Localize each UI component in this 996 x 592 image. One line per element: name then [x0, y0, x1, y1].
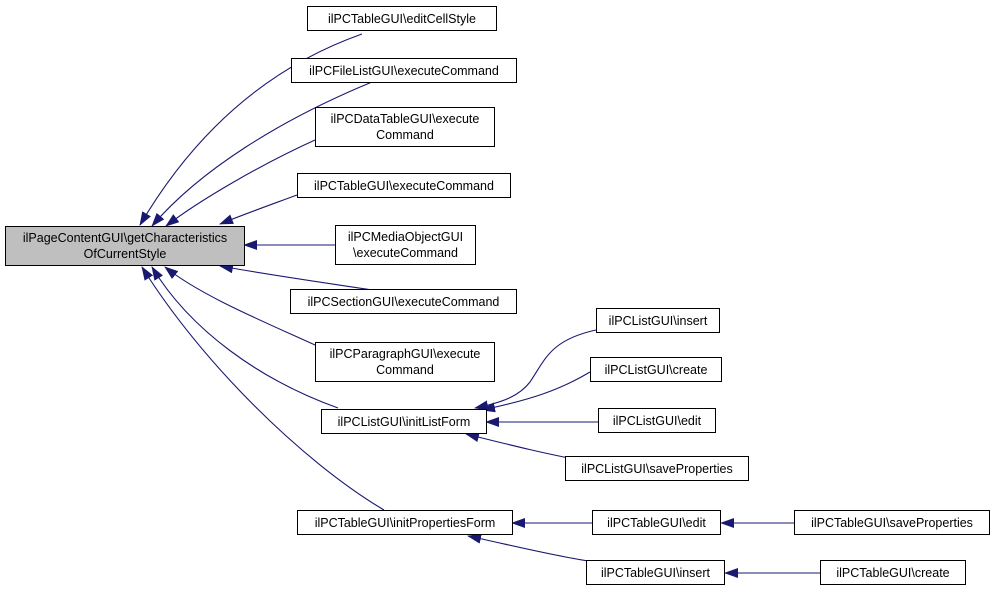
node-list-edit-label: ilPCListGUI\edit — [612, 413, 702, 428]
node-table-initpropertiesform[interactable]: ilPCTableGUI\initPropertiesForm — [297, 510, 513, 535]
node-root-line-1: ilPageContentGUI\getCharacteristics — [22, 231, 228, 245]
node-table-editcellstyle[interactable]: ilPCTableGUI\editCellStyle — [307, 6, 497, 31]
node-table-execute-label: ilPCTableGUI\executeCommand — [314, 178, 494, 193]
node-paragraph-execute[interactable]: ilPCParagraphGUI\execute Command — [315, 342, 495, 382]
edge-paragraph-execute-to-root — [164, 266, 316, 346]
node-list-create-label: ilPCListGUI\create — [604, 362, 708, 377]
node-table-editcellstyle-label: ilPCTableGUI\editCellStyle — [328, 11, 476, 26]
node-table-insert[interactable]: ilPCTableGUI\insert — [586, 560, 725, 585]
node-list-initlistform[interactable]: ilPCListGUI\initListForm — [321, 409, 487, 434]
node-list-insert-label: ilPCListGUI\insert — [608, 313, 708, 328]
node-filelist-execute-label: ilPCFileListGUI\executeCommand — [309, 63, 499, 78]
node-media-execute[interactable]: ilPCMediaObjectGUI \executeCommand — [335, 225, 476, 265]
edge-table-editcellstyle-to-root — [139, 33, 363, 226]
node-list-create[interactable]: ilPCListGUI\create — [590, 357, 722, 382]
node-list-insert[interactable]: ilPCListGUI\insert — [596, 308, 720, 333]
node-root: ilPageContentGUI\getCharacteristics OfCu… — [5, 226, 245, 266]
edge-initlistform-to-root — [151, 266, 339, 409]
node-datatable-execute-line-2: Command — [376, 128, 434, 142]
node-table-saveproperties-label: ilPCTableGUI\saveProperties — [811, 515, 973, 530]
node-list-saveproperties-label: ilPCListGUI\saveProperties — [581, 461, 733, 476]
edge-initpropertiesform-to-root — [141, 266, 385, 511]
edge-datatable-execute-to-root — [165, 139, 316, 227]
node-list-edit[interactable]: ilPCListGUI\edit — [598, 408, 716, 433]
edge-section-execute-to-root — [219, 263, 373, 291]
node-section-execute-label: ilPCSectionGUI\executeCommand — [307, 294, 500, 309]
edge-list-create-to-initlistform — [481, 371, 591, 413]
edge-table-insert-to-initpropertiesform — [467, 533, 589, 562]
node-table-create-label: ilPCTableGUI\create — [836, 565, 950, 580]
edge-list-insert-to-initlistform — [474, 329, 597, 411]
node-table-saveproperties[interactable]: ilPCTableGUI\saveProperties — [794, 510, 990, 535]
node-section-execute[interactable]: ilPCSectionGUI\executeCommand — [290, 289, 517, 314]
node-media-execute-line-2: \executeCommand — [353, 246, 458, 260]
node-root-line-2: OfCurrentStyle — [83, 247, 167, 261]
node-table-insert-label: ilPCTableGUI\insert — [600, 565, 711, 580]
node-table-execute[interactable]: ilPCTableGUI\executeCommand — [297, 173, 511, 198]
node-filelist-execute[interactable]: ilPCFileListGUI\executeCommand — [291, 58, 517, 83]
node-table-edit[interactable]: ilPCTableGUI\edit — [592, 510, 721, 535]
node-paragraph-execute-line-1: ilPCParagraphGUI\execute — [329, 347, 481, 361]
node-table-create[interactable]: ilPCTableGUI\create — [820, 560, 966, 585]
node-datatable-execute-line-1: ilPCDataTableGUI\execute — [330, 112, 480, 126]
node-table-edit-label: ilPCTableGUI\edit — [607, 515, 706, 530]
edge-table-execute-to-root — [219, 194, 298, 225]
node-list-initlistform-label: ilPCListGUI\initListForm — [337, 414, 471, 429]
node-datatable-execute[interactable]: ilPCDataTableGUI\execute Command — [315, 107, 495, 147]
node-list-saveproperties[interactable]: ilPCListGUI\saveProperties — [565, 456, 749, 481]
node-media-execute-line-1: ilPCMediaObjectGUI — [347, 230, 464, 244]
edge-filelist-execute-to-root — [151, 81, 373, 227]
node-paragraph-execute-line-2: Command — [376, 363, 434, 377]
node-table-initpropertiesform-label: ilPCTableGUI\initPropertiesForm — [314, 515, 496, 530]
